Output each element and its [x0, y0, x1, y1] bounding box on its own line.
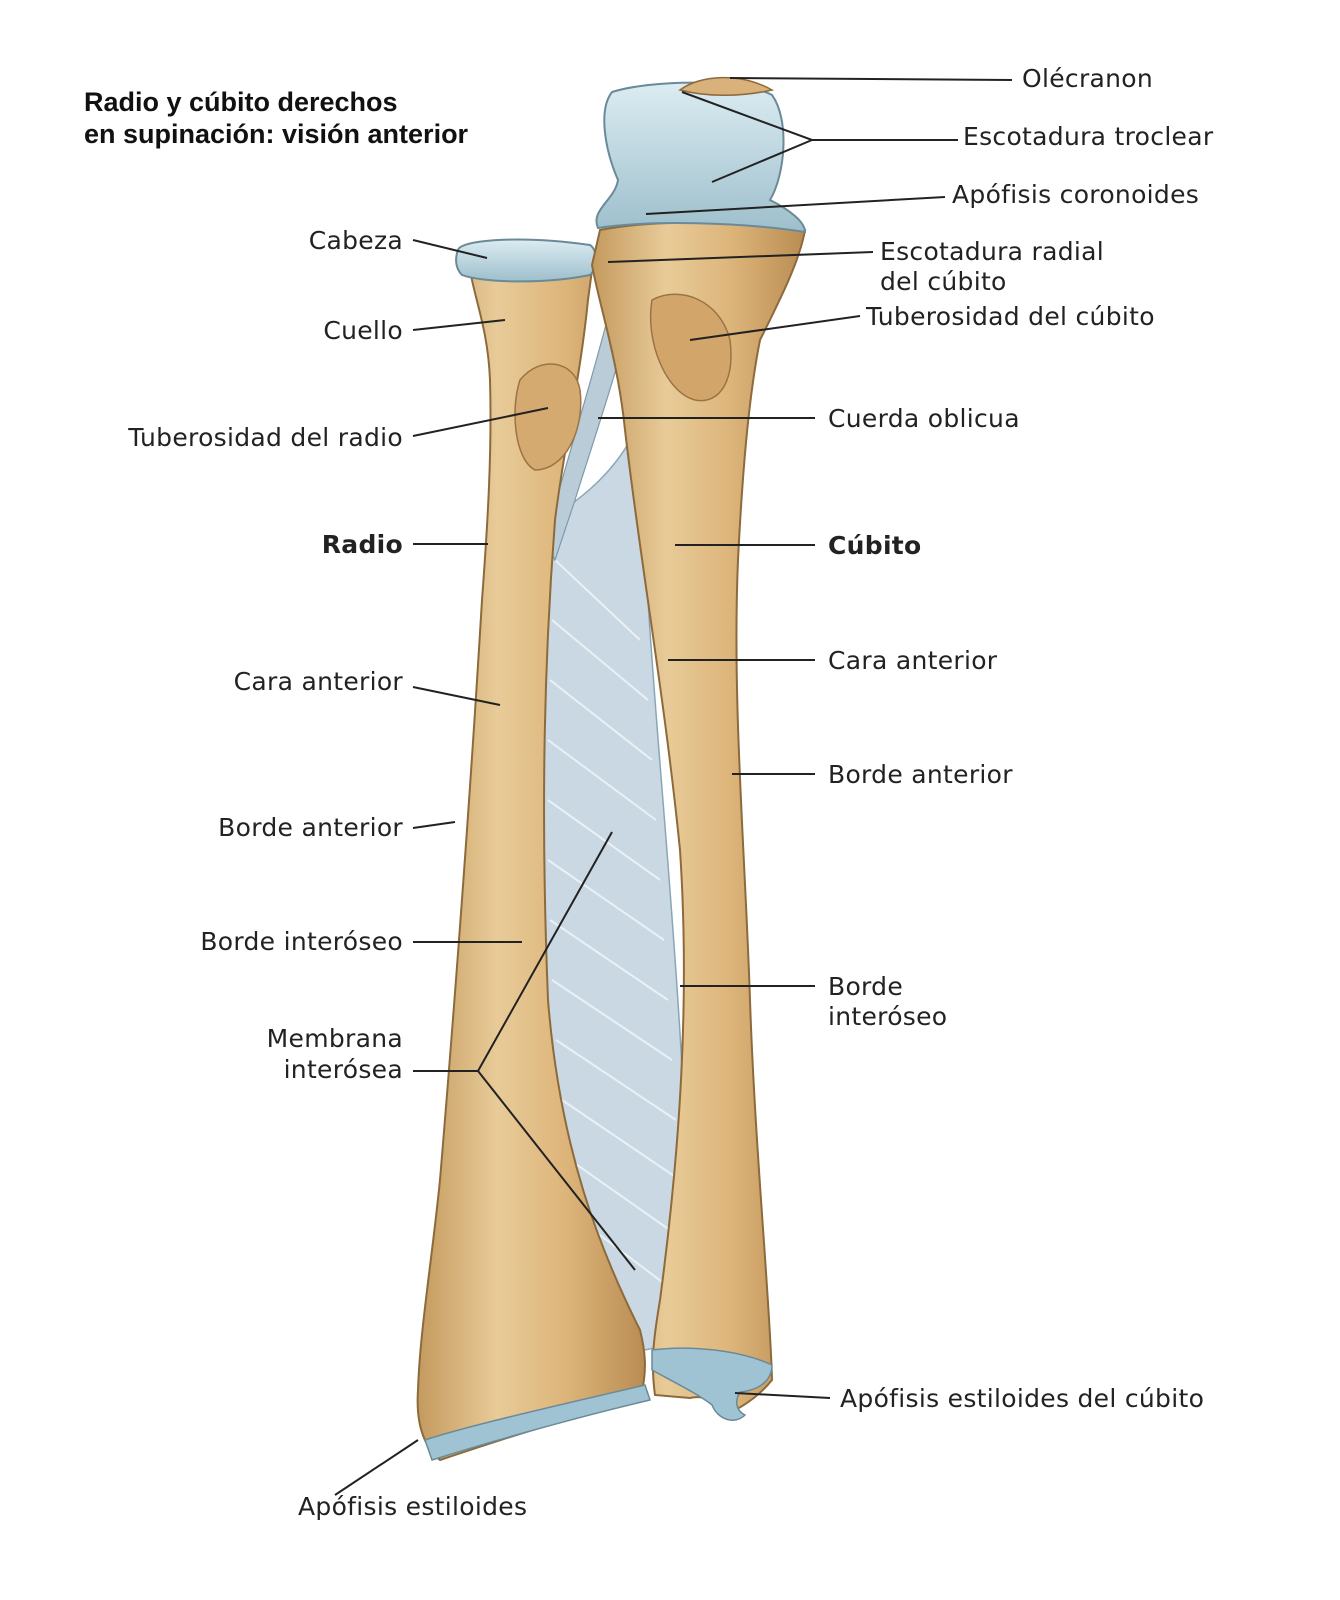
label-borde-anterior-radio: Borde anterior — [218, 813, 403, 842]
ulna-distal-cartilage — [651, 1347, 773, 1421]
label-tuberosidad-radio: Tuberosidad del radio — [128, 423, 403, 452]
label-membrana-line2: interósea — [283, 1055, 403, 1084]
label-cara-anterior-radio: Cara anterior — [233, 667, 403, 696]
radius-distal-cartilage — [424, 1384, 651, 1461]
label-apofisis-coronoides: Apófisis coronoides — [952, 180, 1200, 209]
label-borde-interoseo-radio: Borde interóseo — [200, 927, 403, 956]
title-line-2: en supinación: visión anterior — [84, 119, 469, 149]
label-apofisis-estiloides: Apófisis estiloides — [298, 1492, 528, 1521]
label-escotadura-radial-line2: del cúbito — [880, 267, 1007, 296]
label-escotadura-troclear: Escotadura troclear — [963, 122, 1214, 151]
trochlear-notch — [595, 81, 807, 234]
label-cara-anterior-cubito: Cara anterior — [828, 646, 998, 675]
label-borde-interoseo-cubito-line2: interóseo — [828, 1002, 948, 1031]
olecranon-tip — [678, 76, 775, 96]
label-cabeza: Cabeza — [308, 226, 403, 255]
label-borde-anterior-cubito: Borde anterior — [828, 760, 1013, 789]
title-line-1: Radio y cúbito derechos — [84, 87, 398, 117]
radial-tuberosity — [514, 363, 582, 471]
label-cuerda-oblicua: Cuerda oblicua — [828, 404, 1020, 433]
label-apofisis-estiloides-cubito: Apófisis estiloides del cúbito — [840, 1384, 1205, 1413]
ulna-bone — [590, 221, 807, 1412]
label-membrana-line1: Membrana — [266, 1024, 403, 1053]
radial-head — [455, 238, 597, 283]
label-cubito: Cúbito — [828, 531, 922, 560]
label-olecranon: Olécranon — [1022, 64, 1154, 93]
ulnar-tuberosity — [649, 293, 732, 402]
radius-bone — [416, 269, 646, 1462]
label-borde-interoseo-cubito-line1: Borde — [828, 972, 904, 1001]
label-escotadura-radial-line1: Escotadura radial — [880, 237, 1105, 266]
leader-lines — [334, 77, 1013, 1496]
label-cuello: Cuello — [323, 316, 403, 345]
label-tuberosidad-cubito: Tuberosidad del cúbito — [866, 302, 1155, 331]
diagram-title: Radio y cúbito derechos en supinación: v… — [84, 86, 468, 150]
label-radio: Radio — [321, 530, 403, 559]
